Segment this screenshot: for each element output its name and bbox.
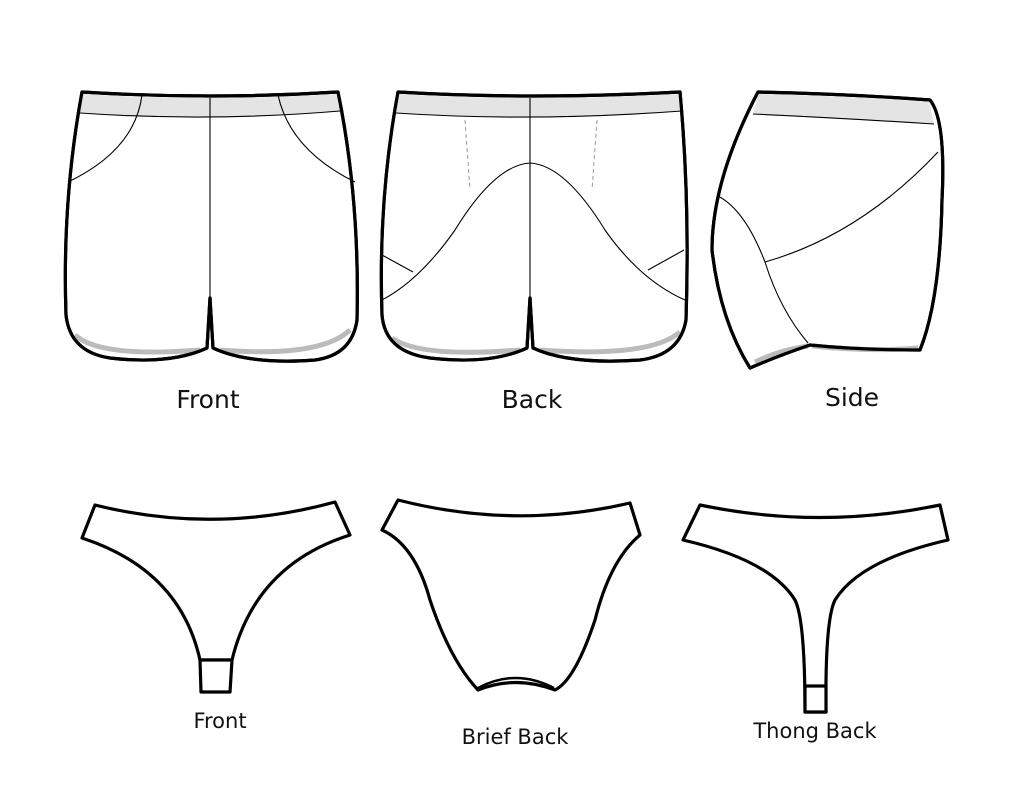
shorts-back-label: Back bbox=[501, 385, 563, 414]
shorts-front-label: Front bbox=[176, 385, 240, 414]
shorts-front-drawing bbox=[63, 90, 359, 363]
brief-front-drawing bbox=[80, 500, 352, 694]
thong-back-drawing bbox=[681, 503, 950, 714]
shorts-side-drawing bbox=[710, 90, 945, 370]
brief-front-label: Front bbox=[193, 709, 247, 733]
shorts-back-drawing bbox=[379, 90, 689, 363]
thong-back-label: Thong Back bbox=[753, 719, 877, 743]
brief-back-label: Brief Back bbox=[461, 725, 569, 749]
brief-back-drawing bbox=[380, 498, 642, 692]
shorts-side-label: Side bbox=[824, 383, 880, 412]
